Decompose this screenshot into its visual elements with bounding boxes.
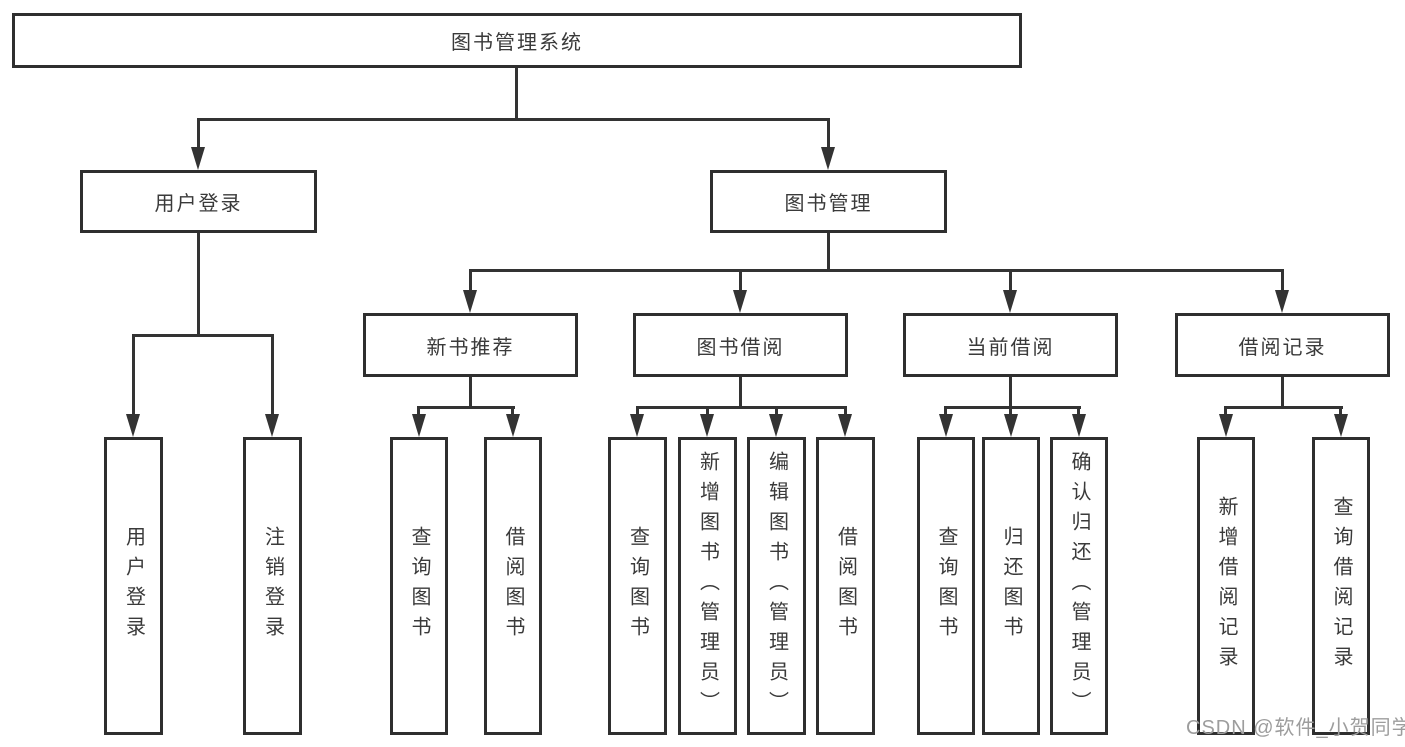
node-label: 当前借阅	[966, 336, 1055, 359]
arrowhead-borrow-child-3	[769, 414, 783, 437]
node-label: 编辑图书（管理员）	[765, 451, 788, 721]
node-label: 新增图书（管理员）	[696, 451, 719, 721]
connector-recommend-stem-2	[511, 406, 514, 416]
connector-recommend-stem-1	[417, 406, 420, 416]
node-book-management: 图书管理	[710, 170, 947, 233]
connector-current-split	[944, 406, 1081, 409]
arrowhead-to-logout-leaf	[265, 414, 279, 437]
node-label: 借阅图书	[502, 526, 524, 646]
node-leaf-current-query-books: 查询图书	[917, 437, 975, 735]
connector-records-stem-1	[1224, 406, 1227, 416]
node-library-management-system: 图书管理系统	[12, 13, 1022, 68]
arrowhead-current-child-3	[1072, 414, 1086, 437]
node-label: 查询借阅记录	[1330, 496, 1352, 676]
connector-current-stem-2	[1009, 406, 1012, 416]
node-label: 查询图书	[408, 526, 430, 646]
connector-book-mgmt-split	[469, 269, 1284, 272]
connector-records-drop	[1281, 377, 1284, 409]
connector-root-stem-right	[827, 118, 830, 148]
connector-borrow-drop	[739, 377, 742, 409]
connector-root-stem-left	[197, 118, 200, 148]
node-leaf-logout: 注销登录	[243, 437, 302, 735]
connector-user-login-stem-2	[271, 334, 274, 416]
node-label: 用户登录	[154, 193, 243, 215]
arrowhead-to-new-book-recommend	[463, 290, 477, 313]
csdn-watermark: CSDN @软件_小贺同学	[1186, 717, 1405, 739]
node-leaf-borrow-books: 借阅图书	[816, 437, 875, 735]
arrowhead-to-book-management	[821, 147, 835, 170]
connector-borrow-split	[636, 406, 847, 409]
connector-book-mgmt-stem-3	[1009, 269, 1012, 292]
node-leaf-recommend-borrow-books: 借阅图书	[484, 437, 542, 735]
connector-current-drop	[1009, 377, 1012, 409]
arrowhead-to-current-borrow	[1003, 290, 1017, 313]
connector-user-login-drop	[197, 233, 200, 337]
node-label: 查询图书	[626, 526, 649, 646]
arrowhead-records-child-2	[1334, 414, 1348, 437]
node-new-book-recommend: 新书推荐	[363, 313, 578, 377]
arrowhead-to-book-borrow	[733, 290, 747, 313]
connector-user-login-stem-1	[132, 334, 135, 416]
arrowhead-borrow-child-1	[630, 414, 644, 437]
node-label: 图书借阅	[696, 336, 785, 359]
connector-book-mgmt-stem-2	[739, 269, 742, 292]
connector-borrow-stem-3	[775, 406, 778, 416]
connector-borrow-stem-2	[706, 406, 709, 416]
connector-recommend-split	[417, 406, 515, 409]
node-leaf-return-books: 归还图书	[982, 437, 1040, 735]
connector-records-stem-2	[1339, 406, 1342, 416]
node-label: 图书管理系统	[451, 32, 583, 54]
arrowhead-borrow-child-2	[700, 414, 714, 437]
arrowhead-borrow-child-4	[838, 414, 852, 437]
node-leaf-user-login: 用户登录	[104, 437, 163, 735]
arrowhead-to-user-login	[191, 147, 205, 170]
node-current-borrow: 当前借阅	[903, 313, 1118, 377]
node-label: 借阅图书	[834, 526, 857, 646]
arrowhead-recommend-child-1	[412, 414, 426, 437]
arrowhead-current-child-2	[1004, 414, 1018, 437]
connector-borrow-stem-4	[844, 406, 847, 416]
connector-user-login-split	[132, 334, 274, 337]
node-leaf-borrow-query-books: 查询图书	[608, 437, 667, 735]
connector-root-split	[197, 118, 830, 121]
node-label: 新书推荐	[426, 336, 515, 359]
node-leaf-edit-books-admin: 编辑图书（管理员）	[747, 437, 806, 735]
connector-recommend-drop	[469, 377, 472, 409]
node-leaf-recommend-query-books: 查询图书	[390, 437, 448, 735]
connector-book-mgmt-stem-1	[469, 269, 472, 292]
connector-current-stem-1	[944, 406, 947, 416]
connector-borrow-stem-1	[636, 406, 639, 416]
connector-root-drop	[515, 68, 518, 121]
node-leaf-query-borrow-record: 查询借阅记录	[1312, 437, 1370, 735]
connector-current-stem-3	[1077, 406, 1080, 416]
node-label: 确认归还（管理员）	[1068, 451, 1090, 721]
node-label: 新增借阅记录	[1215, 496, 1237, 676]
node-label: 查询图书	[935, 526, 957, 646]
node-label: 注销登录	[261, 526, 284, 646]
node-label: 图书管理	[784, 193, 873, 215]
node-label: 借阅记录	[1238, 336, 1327, 359]
arrowhead-to-borrow-records	[1275, 290, 1289, 313]
node-leaf-add-borrow-record: 新增借阅记录	[1197, 437, 1255, 735]
node-leaf-add-books-admin: 新增图书（管理员）	[678, 437, 737, 735]
connector-book-mgmt-stem-4	[1281, 269, 1284, 292]
connector-book-mgmt-drop	[827, 233, 830, 272]
arrowhead-to-login-leaf	[126, 414, 140, 437]
arrowhead-current-child-1	[939, 414, 953, 437]
node-leaf-confirm-return-admin: 确认归还（管理员）	[1050, 437, 1108, 735]
arrowhead-recommend-child-2	[506, 414, 520, 437]
node-book-borrow: 图书借阅	[633, 313, 848, 377]
node-user-login: 用户登录	[80, 170, 317, 233]
node-borrow-records: 借阅记录	[1175, 313, 1390, 377]
node-label: 用户登录	[122, 526, 145, 646]
node-label: 归还图书	[1000, 526, 1022, 646]
arrowhead-records-child-1	[1219, 414, 1233, 437]
connector-records-split	[1224, 406, 1343, 409]
